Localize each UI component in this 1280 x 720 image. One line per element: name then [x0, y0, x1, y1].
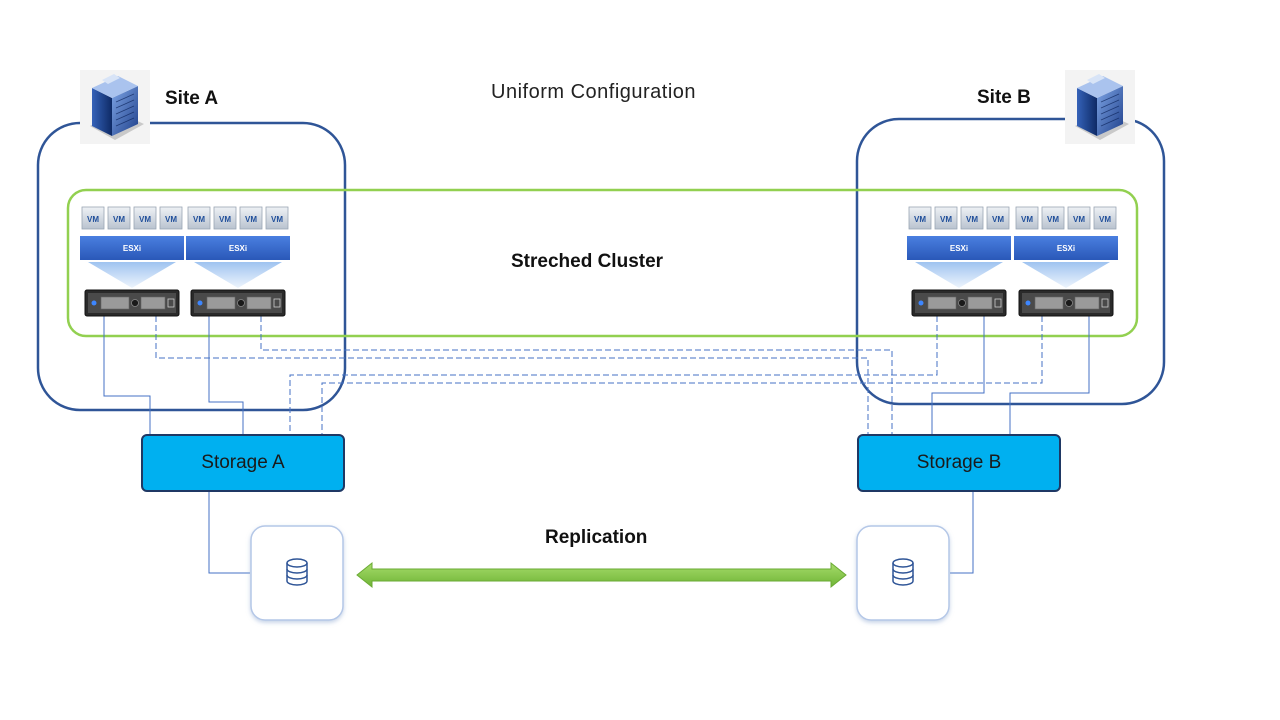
server-icon: [911, 289, 1007, 317]
esxi-bar: ESXi: [80, 236, 184, 260]
storage-b: Storage B: [857, 434, 1061, 492]
esxi-label: ESXi: [123, 244, 141, 253]
replication-arrow: [356, 561, 847, 589]
vm-label: VM: [87, 215, 99, 224]
vm-box: VM: [908, 206, 932, 230]
storage-a: Storage A: [141, 434, 345, 492]
esxi-bar: ESXi: [907, 236, 1011, 260]
vm-label: VM: [914, 215, 926, 224]
stretched-cluster-boundary: [66, 188, 1139, 338]
server-icon: [84, 289, 180, 317]
building-icon: [1065, 70, 1135, 144]
vm-box: VM: [986, 206, 1010, 230]
vm-label: VM: [1021, 215, 1033, 224]
replication-label: Replication: [545, 527, 648, 548]
esxi-host: VM VM VM VM ESXi: [186, 206, 290, 317]
esxi-host: VM VM VM VM ESXi: [907, 206, 1011, 317]
funnel-shape: [1022, 262, 1110, 288]
vm-label: VM: [1047, 215, 1059, 224]
vm-box: VM: [159, 206, 183, 230]
vm-box: VM: [187, 206, 211, 230]
esxi-host: VM VM VM VM ESXi: [80, 206, 184, 317]
building-icon: [80, 70, 150, 144]
esxi-bar: ESXi: [186, 236, 290, 260]
vm-label: VM: [992, 215, 1004, 224]
server-icon: [1018, 289, 1114, 317]
vm-label: VM: [219, 215, 231, 224]
vm-box: VM: [934, 206, 958, 230]
funnel-shape: [915, 262, 1003, 288]
vm-box: VM: [81, 206, 105, 230]
cross-site-links: [155, 316, 1043, 435]
site-a-label: Site A: [165, 88, 219, 109]
vm-box: VM: [265, 206, 289, 230]
vm-label: VM: [245, 215, 257, 224]
vm-label: VM: [271, 215, 283, 224]
database-icon: [286, 558, 308, 586]
vm-label: VM: [1099, 215, 1111, 224]
storage-b-label: Storage B: [916, 452, 1002, 473]
datastore-a: [250, 525, 344, 621]
vm-label: VM: [1073, 215, 1085, 224]
local-storage-links: [103, 316, 1090, 574]
site-b-container: [855, 117, 1166, 406]
vm-box: VM: [107, 206, 131, 230]
server-icon: [190, 289, 286, 317]
vm-label: VM: [113, 215, 125, 224]
esxi-label: ESXi: [229, 244, 247, 253]
vm-box: VM: [133, 206, 157, 230]
cluster-label: Streched Cluster: [511, 251, 664, 272]
datastore-b: [856, 525, 950, 621]
funnel-shape: [194, 262, 282, 288]
vm-box: VM: [960, 206, 984, 230]
vm-label: VM: [139, 215, 151, 224]
vm-box: VM: [1093, 206, 1117, 230]
vm-box: VM: [1041, 206, 1065, 230]
diagram-title: Uniform Configuration: [491, 81, 697, 103]
esxi-label: ESXi: [1057, 244, 1075, 253]
esxi-label: ESXi: [950, 244, 968, 253]
vm-box: VM: [1015, 206, 1039, 230]
site-a-container: [36, 121, 347, 412]
site-b-label: Site B: [977, 87, 1031, 108]
funnel-shape: [88, 262, 176, 288]
vm-label: VM: [193, 215, 205, 224]
vm-label: VM: [966, 215, 978, 224]
esxi-bar: ESXi: [1014, 236, 1118, 260]
vm-label: VM: [940, 215, 952, 224]
esxi-host: VM VM VM VM ESXi: [1014, 206, 1118, 317]
database-icon: [892, 558, 914, 586]
vm-label: VM: [165, 215, 177, 224]
vm-box: VM: [239, 206, 263, 230]
vm-box: VM: [1067, 206, 1091, 230]
vm-box: VM: [213, 206, 237, 230]
storage-a-label: Storage A: [201, 452, 285, 473]
